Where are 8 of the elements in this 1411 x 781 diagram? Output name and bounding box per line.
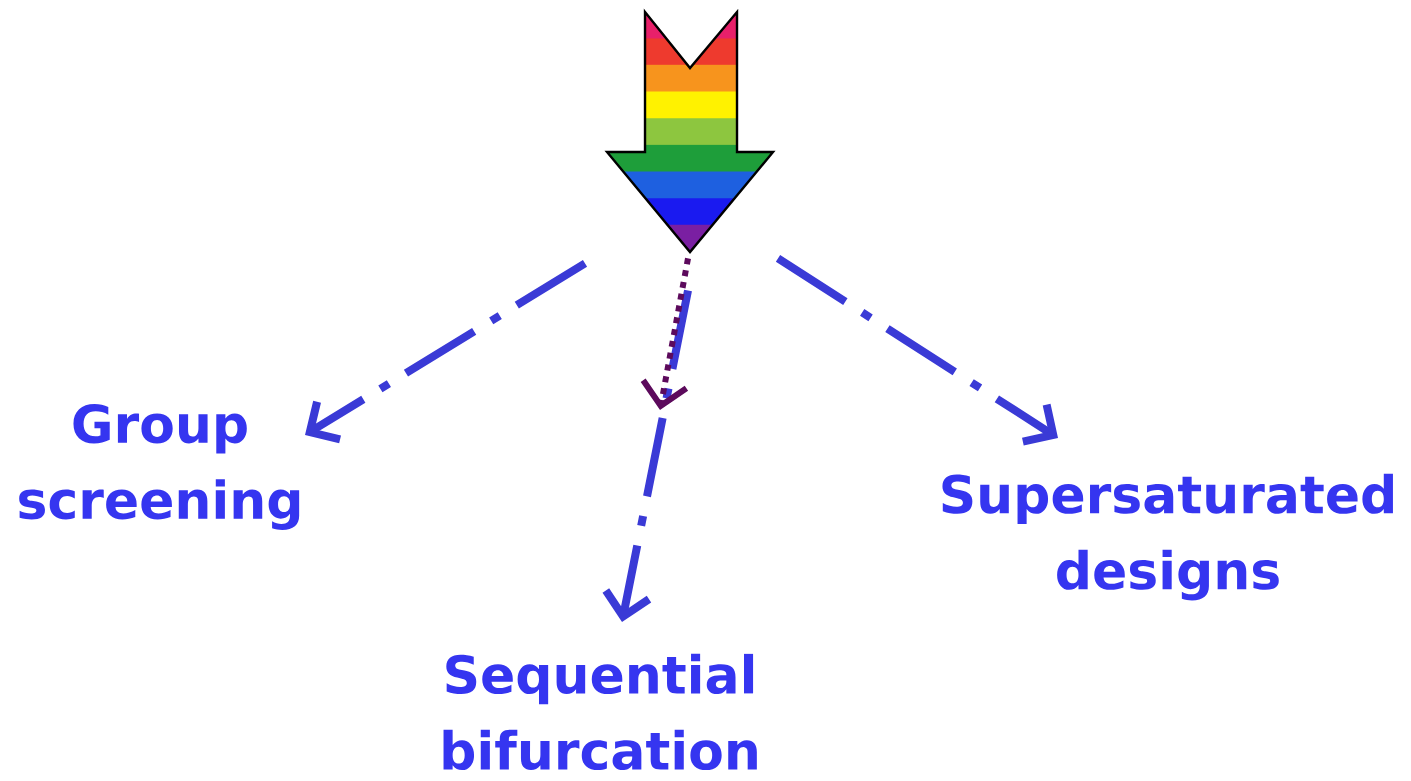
arrow [775,255,1059,446]
arrow [602,289,692,622]
node-label: Sequential bifurcation [443,653,757,771]
rainbow-arrow [604,8,776,254]
node-label: Supersaturated designs [942,473,1393,601]
arrow [305,260,588,444]
arrow [640,257,691,410]
node-label: Group screening [19,404,300,530]
